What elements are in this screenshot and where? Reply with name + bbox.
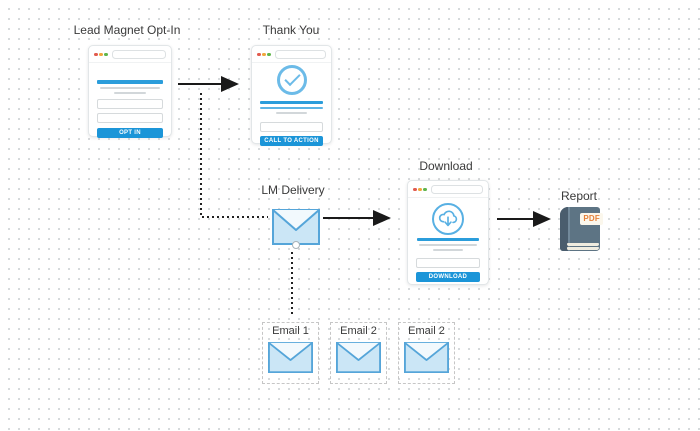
mock-text-line <box>276 112 307 114</box>
node-thank-you[interactable]: CALL TO ACTION <box>251 45 332 146</box>
email-label: Email 2 <box>408 325 445 337</box>
book-spine <box>560 207 568 251</box>
window-expand-icon <box>104 52 108 57</box>
mock-form-field <box>97 99 163 109</box>
mock-headline <box>417 238 479 241</box>
window-minimize-icon <box>99 52 103 57</box>
browser-titlebar <box>89 46 171 63</box>
mock-form-field <box>260 122 323 132</box>
opt-in-button: OPT IN <box>97 128 163 138</box>
node-email-1[interactable]: Email 1 <box>262 322 319 384</box>
envelope-icon <box>268 342 313 373</box>
node-label-report: Report <box>560 189 598 203</box>
email-label: Email 2 <box>340 325 377 337</box>
node-label-lead-magnet-opt-in: Lead Magnet Opt-In <box>73 23 181 37</box>
mock-text-line <box>114 92 146 94</box>
window-minimize-icon <box>262 52 266 57</box>
url-bar <box>431 185 483 194</box>
node-download[interactable]: DOWNLOAD <box>407 180 489 285</box>
window-expand-icon <box>423 187 427 192</box>
mock-headline <box>260 101 323 104</box>
node-lm-delivery[interactable] <box>272 209 320 249</box>
pdf-badge: PDF <box>580 213 603 225</box>
mock-text-line <box>432 249 464 251</box>
node-label-download: Download <box>419 159 473 173</box>
url-bar <box>112 50 166 59</box>
cloud-download-icon <box>432 203 464 235</box>
call-to-action-button: CALL TO ACTION <box>260 136 323 146</box>
book-edge-highlight <box>568 207 570 251</box>
email-label: Email 1 <box>272 325 309 337</box>
book-page <box>567 242 599 246</box>
node-email-2[interactable]: Email 2 <box>330 322 387 384</box>
browser-titlebar <box>408 181 488 198</box>
node-label-lm-delivery: LM Delivery <box>261 183 325 197</box>
book-pages <box>567 241 599 250</box>
window-close-icon <box>257 52 261 57</box>
url-bar <box>275 50 326 59</box>
window-expand-icon <box>267 52 271 57</box>
mock-form-field <box>97 113 163 123</box>
check-circle-icon <box>276 65 307 95</box>
envelope-icon <box>272 209 320 245</box>
browser-titlebar <box>252 46 331 63</box>
check-mark <box>283 69 301 87</box>
mock-headline <box>97 80 163 84</box>
node-report[interactable]: PDF <box>560 207 603 251</box>
window-minimize-icon <box>418 187 422 192</box>
connector-handle[interactable] <box>292 241 300 249</box>
mock-form-field <box>416 258 480 268</box>
book-page <box>567 247 599 250</box>
connector-optin-to-lmdelivery[interactable] <box>200 93 268 218</box>
node-label-thank-you: Thank You <box>262 23 320 37</box>
envelope-icon <box>336 342 381 373</box>
download-button: DOWNLOAD <box>416 272 480 282</box>
envelope-icon <box>404 342 449 373</box>
window-close-icon <box>413 187 417 192</box>
mock-text-line <box>260 107 323 109</box>
cloud-download-glyph <box>438 210 458 227</box>
mock-text-line <box>419 244 477 246</box>
node-email-3[interactable]: Email 2 <box>398 322 455 384</box>
node-lead-magnet-opt-in[interactable]: OPT IN <box>88 45 172 138</box>
mock-text-line <box>100 87 160 89</box>
window-close-icon <box>94 52 98 57</box>
